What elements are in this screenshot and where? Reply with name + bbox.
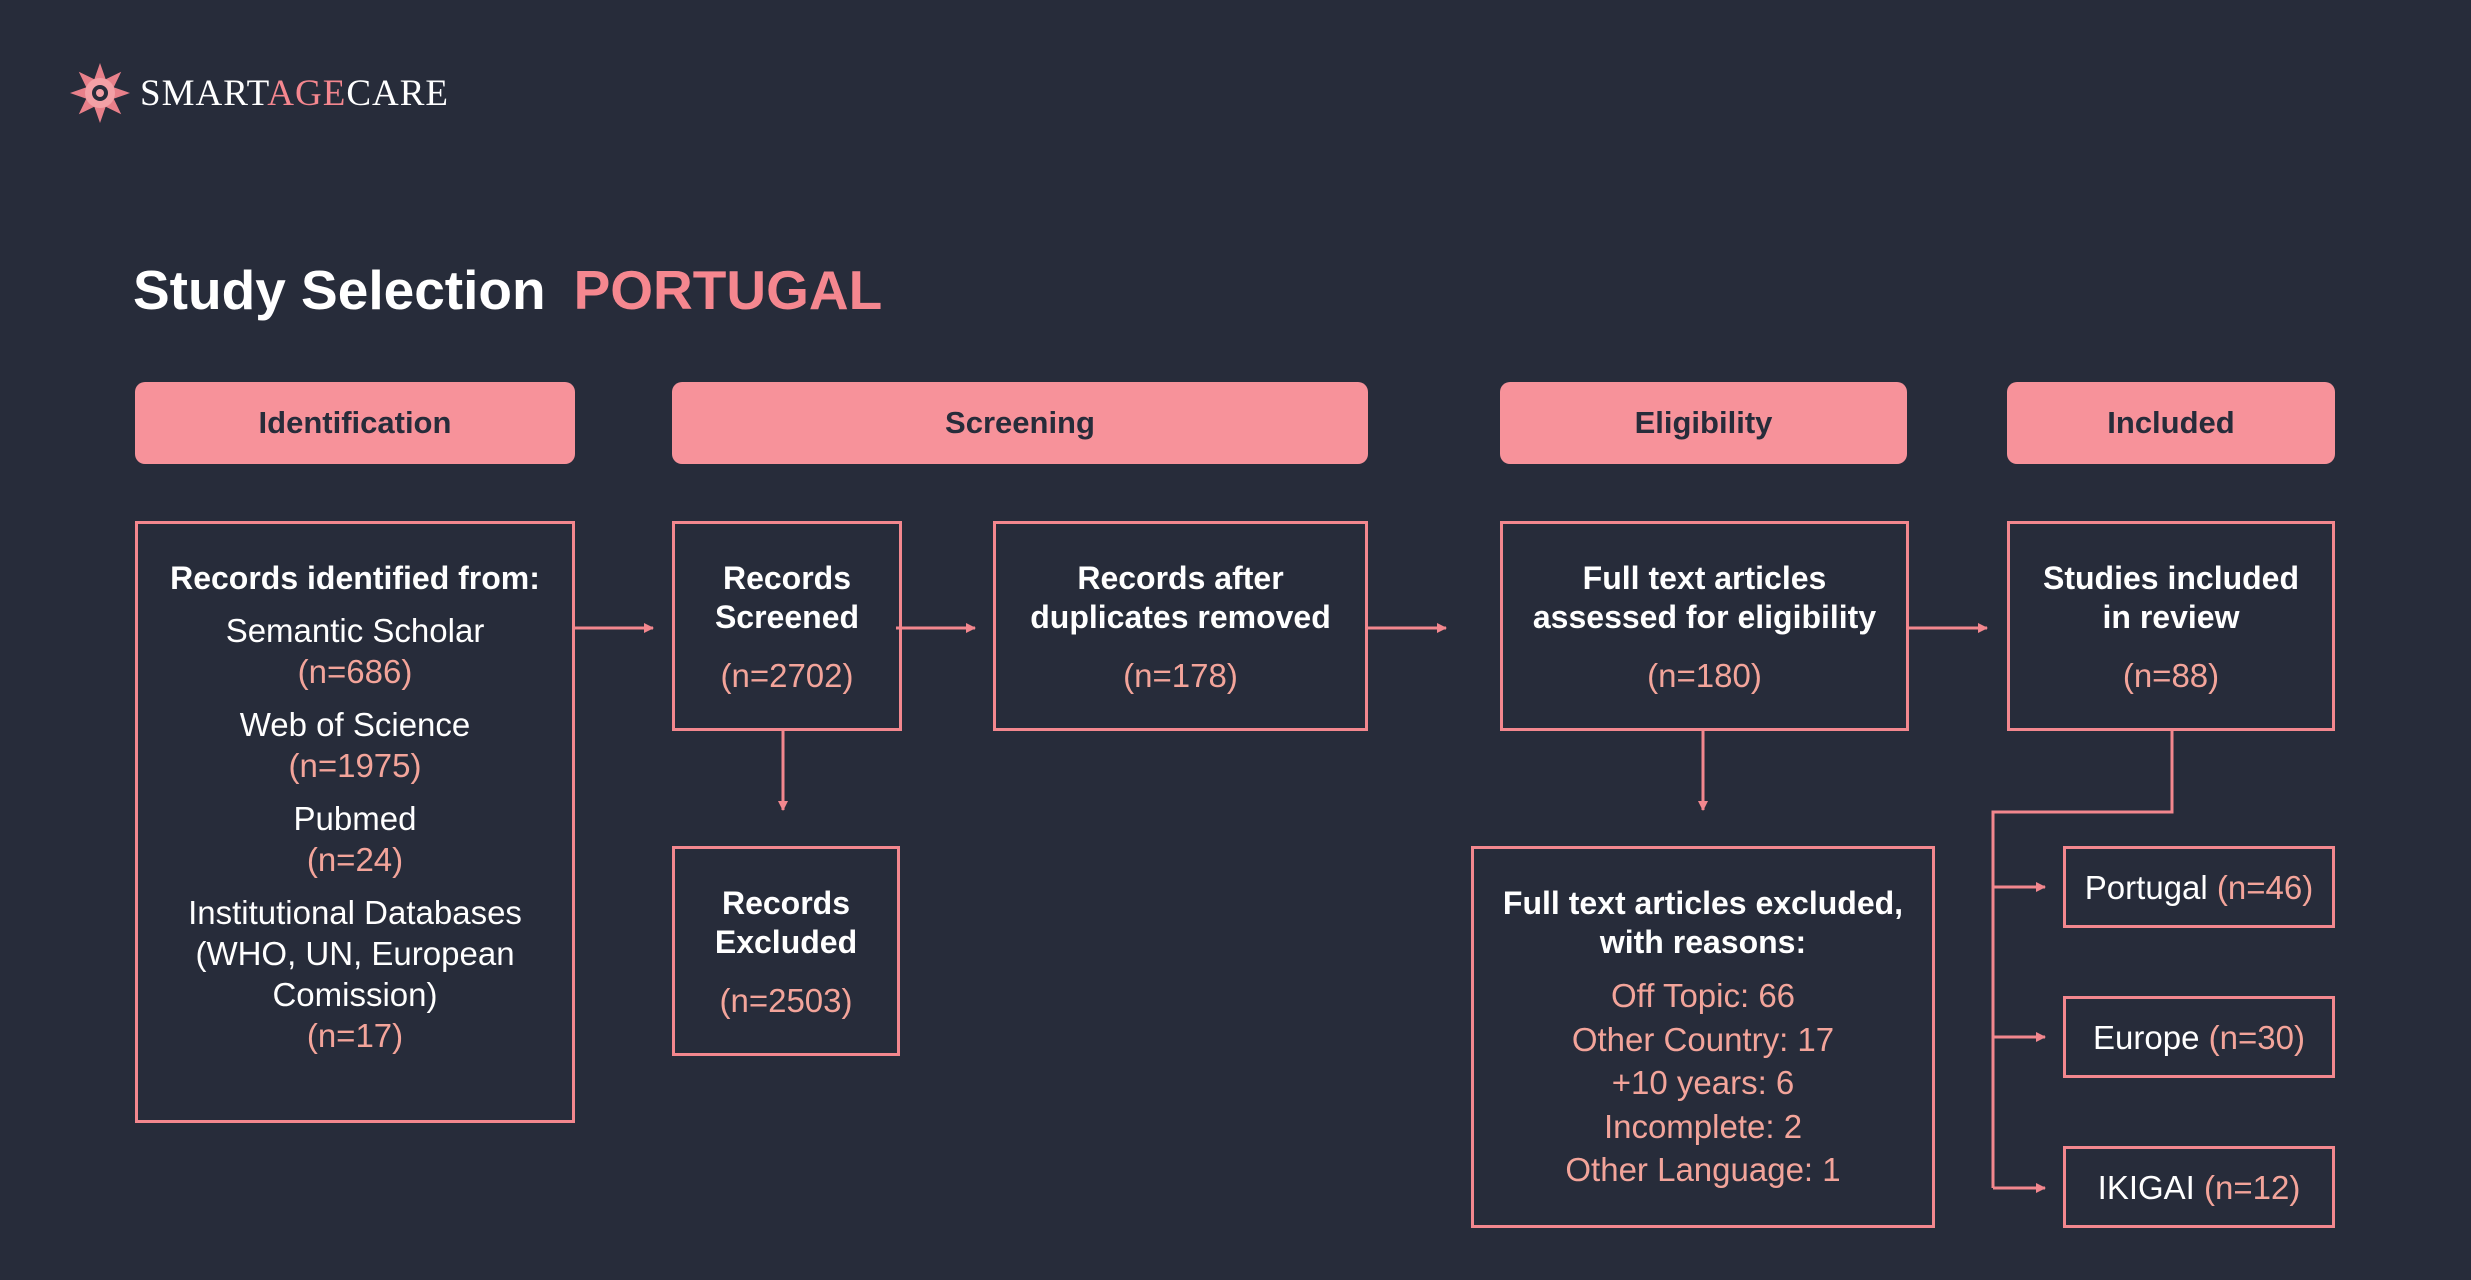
source-pubmed: Pubmed [293, 800, 417, 837]
page-subtitle: PORTUGAL [573, 259, 883, 321]
records-excluded-label-line2: Excluded [714, 924, 858, 960]
records-excluded-count: (n=2503) [719, 982, 853, 1019]
records-deduplicated-label-line2: duplicates removed [1030, 599, 1331, 635]
source-pubmed-count: (n=24) [306, 841, 404, 878]
source-web-of-science: Web of Science [239, 706, 471, 743]
reason-item: Other Country: 17 [1571, 1020, 1835, 1058]
phase-header-eligibility: Eligibility [1500, 382, 1907, 464]
subgroup-name: Europe [2093, 1018, 2200, 1056]
connector-included-trunk [1991, 731, 2174, 1188]
records-deduplicated-label: Records after [1077, 560, 1284, 596]
lotus-flower-icon [70, 63, 130, 123]
records-deduplicated-box: Records after duplicates removed (n=178) [993, 521, 1368, 731]
records-excluded-label: Records [721, 885, 851, 921]
reason-item: Other Language: 1 [1565, 1151, 1841, 1188]
subgroup-ikigai: IKIGAI (n=12) [2063, 1146, 2335, 1228]
eligibility-assessed-label-line2: assessed for eligibility [1532, 599, 1877, 635]
phase-header-screening: Screening [672, 382, 1368, 464]
eligibility-assessed-label: Full text articles [1582, 560, 1827, 596]
fulltext-excluded-heading-line2: with reasons: [1599, 924, 1807, 960]
records-identified-heading: Records identified from: [170, 560, 540, 596]
source-semantic-scholar-count: (n=686) [297, 653, 413, 690]
eligibility-assessed-box: Full text articles assessed for eligibil… [1500, 521, 1909, 731]
source-institutional-databases-line3: Comission) [272, 976, 438, 1013]
reason-item: +10 years: 6 [1611, 1064, 1795, 1101]
brand-logo: SMARTAGECARE [70, 63, 449, 123]
studies-included-label-line2: in review [2102, 599, 2240, 635]
eligibility-assessed-count: (n=180) [1647, 657, 1762, 694]
studies-included-box: Studies included in review (n=88) [2007, 521, 2335, 731]
studies-included-count: (n=88) [2122, 657, 2220, 694]
subgroup-name: Portugal [2084, 868, 2208, 906]
subgroup-count: (n=30) [2208, 1018, 2305, 1056]
records-screened-box: Records Screened (n=2702) [672, 521, 902, 731]
source-web-of-science-count: (n=1975) [288, 747, 422, 784]
records-screened-count: (n=2702) [720, 657, 854, 694]
source-semantic-scholar: Semantic Scholar [225, 612, 485, 649]
phase-header-identification: Identification [135, 382, 575, 464]
studies-included-label: Studies included [2042, 560, 2300, 596]
source-institutional-databases: Institutional Databases [188, 894, 522, 931]
subgroup-count: (n=46) [2216, 868, 2314, 906]
fulltext-excluded-heading: Full text articles excluded, [1502, 885, 1904, 921]
records-screened-label: Records [722, 560, 852, 596]
records-excluded-box: Records Excluded (n=2503) [672, 846, 900, 1056]
source-institutional-databases-count: (n=17) [306, 1017, 404, 1054]
records-deduplicated-count: (n=178) [1123, 657, 1238, 694]
records-screened-label-line2: Screened [714, 599, 860, 635]
phase-header-included: Included [2007, 382, 2335, 464]
records-identified-box: Records identified from: Semantic Schola… [135, 521, 575, 1123]
fulltext-excluded-box: Full text articles excluded, with reason… [1471, 846, 1935, 1228]
subgroup-europe: Europe (n=30) [2063, 996, 2335, 1078]
subgroup-count: (n=12) [2204, 1168, 2301, 1206]
brand-wordmark: SMARTAGECARE [140, 72, 450, 114]
subgroup-name: IKIGAI [2097, 1168, 2195, 1206]
reason-item: Off Topic: 66 [1610, 977, 1796, 1014]
reason-item: Incomplete: 2 [1603, 1107, 1803, 1145]
subgroup-portugal: Portugal (n=46) [2063, 846, 2335, 928]
source-institutional-databases-line2: (WHO, UN, European [195, 935, 515, 972]
